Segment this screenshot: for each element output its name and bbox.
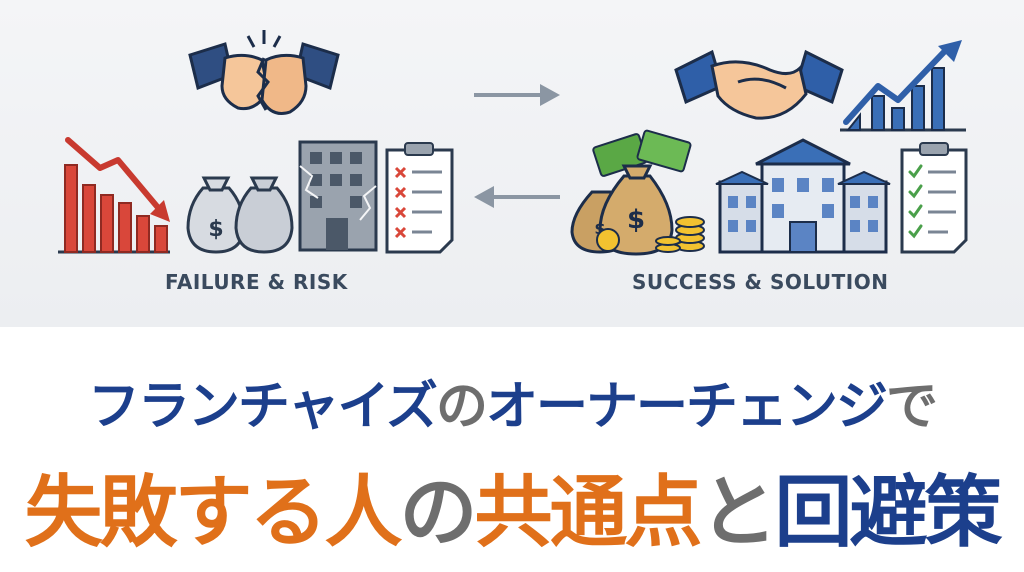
money-bags-icon: $ (186, 176, 294, 254)
title-segment: 失敗する人 (24, 468, 402, 558)
building-icon (715, 138, 891, 254)
svg-text:$: $ (208, 217, 223, 242)
declining-chart-icon (58, 137, 170, 254)
arrow-left-icon (474, 186, 560, 208)
title-segment: オーナーチェンジ (485, 377, 888, 437)
title-segment: 共通点 (474, 468, 702, 558)
title-segment: で (885, 377, 938, 437)
broken-handshake-icon (188, 30, 340, 115)
money-pile-icon: $ $ (570, 129, 705, 256)
title-line-1: フランチャイズのオーナーチェンジで (0, 364, 1024, 439)
title-segment: フランチャイズ (88, 377, 438, 437)
arrow-right-icon (474, 84, 560, 106)
title-segment: と (699, 468, 778, 558)
failure-caption: FAILURE & RISK (165, 270, 348, 294)
title-segment: の (399, 468, 477, 558)
success-caption: SUCCESS & SOLUTION (632, 270, 889, 294)
rising-chart-icon (840, 40, 966, 132)
title-segment: 回避策 (774, 468, 1003, 558)
svg-text:$: $ (594, 219, 605, 238)
cracked-building-icon (298, 140, 378, 252)
title-line-2: 失敗する人の共通点と回避策 (0, 450, 1024, 562)
svg-text:$: $ (627, 205, 645, 235)
approved-checklist-icon (900, 142, 968, 254)
illustration: $ (58, 30, 968, 256)
illustration-panel (0, 0, 1024, 327)
handshake-icon (674, 49, 844, 120)
title-segment: の (435, 377, 488, 437)
failed-checklist-icon (385, 142, 454, 254)
